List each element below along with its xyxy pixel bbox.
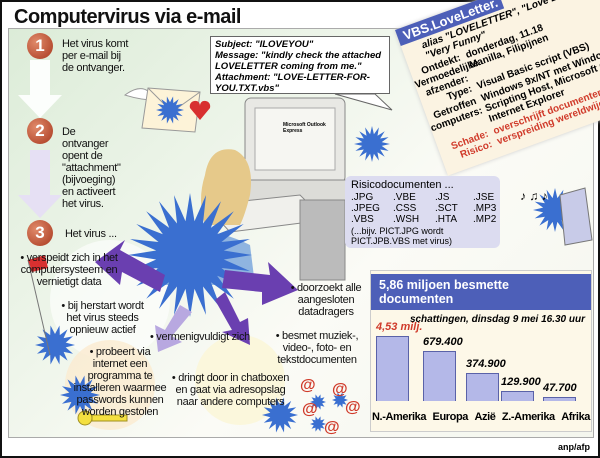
category-axis: N.-Amerika Europa Azië Z.-Amerika Afrika — [372, 411, 590, 423]
virus-icon — [262, 397, 298, 433]
music-folder-icon: ♪ ♫ ♪ — [520, 187, 593, 246]
extension: .HTA — [435, 214, 458, 225]
bar-value-label: 129.900 — [501, 376, 541, 389]
virus-icon — [35, 325, 75, 365]
step-3-text: Het virus ... — [65, 228, 117, 240]
virus-icon — [332, 392, 348, 408]
effect-text: • probeert via internet een programma te… — [73, 346, 167, 418]
extension: .JSE — [473, 192, 495, 203]
category-label: N.-Amerika — [372, 411, 427, 423]
virus-icon — [310, 416, 326, 432]
email-attachment: Attachment: "LOVE-LETTER-FOR-YOU.TXT.vbs… — [215, 72, 370, 94]
bar — [501, 391, 534, 401]
credit: anp/afp — [557, 442, 590, 452]
down-arrow-icon — [18, 150, 62, 218]
virus-icon — [60, 375, 100, 415]
extension: .JPEG — [351, 203, 380, 214]
page-title: Computervirus via e-mail — [14, 6, 241, 28]
category-label: Europa — [432, 411, 469, 423]
bar — [423, 350, 456, 401]
at-icon: @ — [324, 419, 340, 436]
step-1-badge: 1 — [27, 33, 53, 59]
step-3-badge: 3 — [27, 220, 53, 246]
effect-text: • besmet muziek-, video-, foto- en tekst… — [275, 330, 359, 366]
extension: .CSS — [393, 203, 417, 214]
flag-icon — [27, 255, 51, 356]
risk-note: (...bijv. PICT.JPG wordt PICT.JPB.VBS me… — [351, 226, 453, 246]
bar-value-label: 4,53 milj. — [376, 321, 423, 333]
extension: .JS — [435, 192, 450, 203]
extension: .VBE — [393, 192, 416, 203]
bar-value-label: 679.400 — [423, 335, 463, 348]
virus-icon — [128, 193, 252, 317]
effect-text: • dringt door in chatboxen en gaat via a… — [171, 372, 290, 408]
effect-text: • vermenigvuldigt zich — [150, 331, 250, 343]
extension: .SCT — [435, 203, 458, 214]
chart-title: 5,86 miljoen besmette documenten — [371, 274, 591, 310]
svg-text:♪ ♫ ♪: ♪ ♫ ♪ — [520, 189, 548, 203]
effect-text: • verspeidt zich in het computersysteem … — [20, 252, 118, 288]
step-1-text: Het virus komt per e-mail bij de ontvang… — [62, 38, 129, 74]
virus-icon — [156, 96, 184, 124]
step-2-text: De ontvanger opent de "attachment" (bijv… — [62, 126, 121, 210]
spread-arrows — [95, 240, 298, 352]
virus-icon — [310, 394, 326, 410]
extension: .MP2 — [473, 214, 497, 225]
virus-icon — [354, 126, 390, 162]
category-label: Afrika — [561, 411, 590, 423]
extension: .WSH — [393, 214, 420, 225]
effect-text: • bij herstart wordt het virus steeds op… — [61, 300, 144, 336]
extension-list: .JPG .VBE .JS .JSE .JPEG .CSS .SCT .MP3 .VBS .W… — [351, 192, 496, 225]
key-icon — [77, 410, 128, 426]
bar — [466, 373, 499, 401]
heart-icon — [189, 100, 211, 120]
extension: .VBS — [351, 214, 374, 225]
bar-value-label: 47.700 — [543, 382, 577, 395]
at-icon: @ — [300, 377, 316, 394]
bar-value-label: 374.900 — [466, 358, 506, 371]
risk-title: Risicodocumenten ... — [351, 179, 454, 191]
category-label: Azië — [474, 411, 496, 423]
extension: .JPG — [351, 192, 374, 203]
at-icon: @ — [302, 401, 318, 418]
bar — [376, 336, 409, 401]
email-subject: Subject: "ILOVEYOU" — [215, 39, 314, 50]
email-details: Subject: "ILOVEYOU" Message: "kindly che… — [210, 36, 390, 94]
at-icon: @ — [332, 381, 348, 398]
step-2-badge: 2 — [27, 118, 53, 144]
screen-logo: Microsoft Outlook Express — [283, 122, 326, 134]
infection-chart: 5,86 miljoen besmette documenten schatti… — [370, 270, 592, 432]
chart-subtitle: schattingen, dinsdag 9 mei 16.30 uur — [409, 314, 585, 325]
effect-text: • doorzoekt alle aangesloten datadragers — [290, 282, 362, 318]
down-arrow-icon — [18, 60, 62, 118]
extension: .MP3 — [473, 203, 497, 214]
email-message: Message: "kindly check the attached LOVE… — [215, 50, 382, 72]
bar — [543, 397, 576, 401]
at-icon: @ — [345, 399, 361, 416]
category-label: Z.-Amerika — [501, 411, 555, 423]
risk-documents-box: Risicodocumenten ... .JPG .VBE .JS .JSE .JP… — [345, 176, 500, 248]
